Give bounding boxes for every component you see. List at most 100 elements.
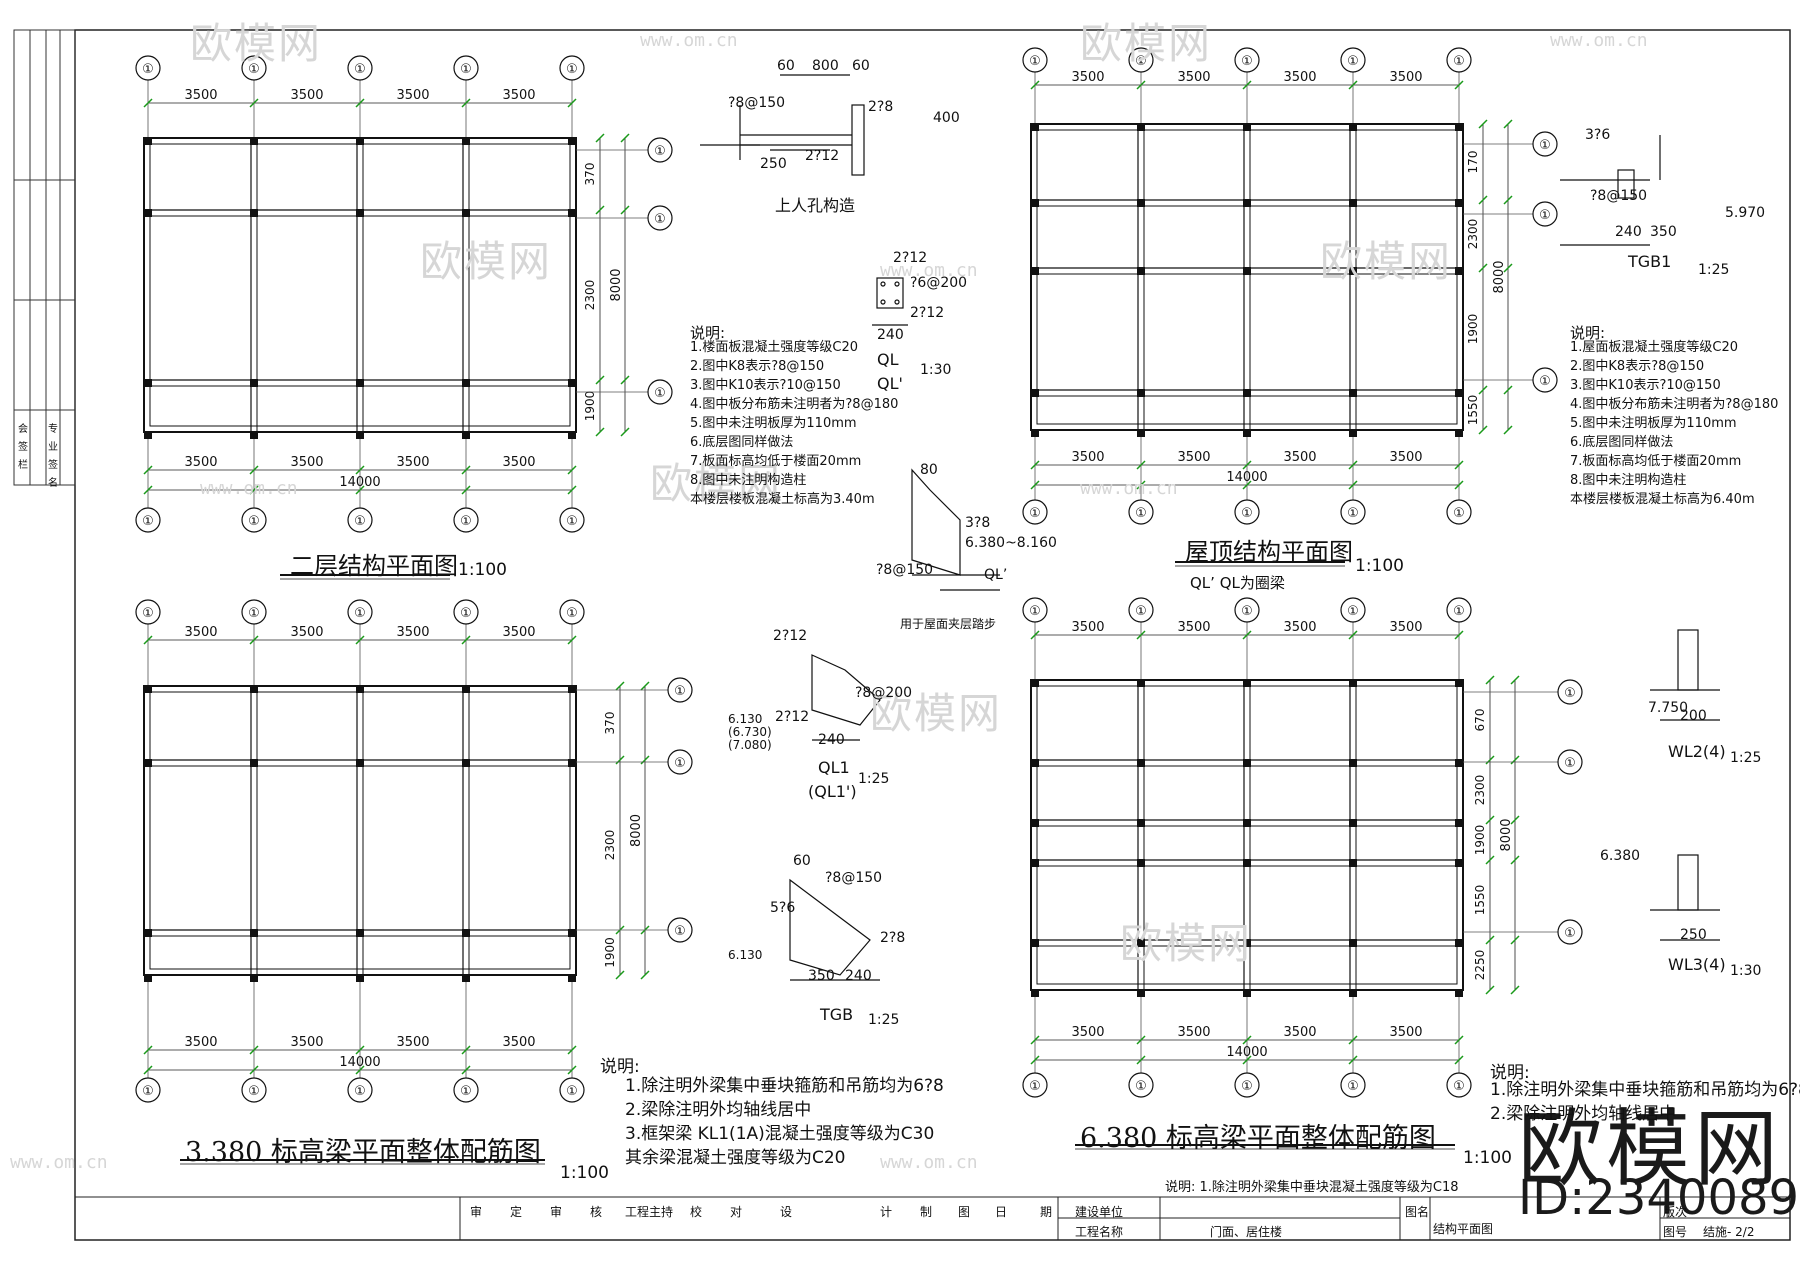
column-mark: [1031, 429, 1039, 437]
tgb-rebar-3: 2?8: [880, 930, 906, 946]
sheet-border: [74, 29, 1791, 1241]
axis-label: ①: [566, 514, 578, 529]
dim-bay: 3500: [1283, 70, 1316, 85]
tgb-dim-top: 60: [793, 853, 811, 869]
column-mark: [1137, 859, 1145, 867]
column-mark: [1031, 819, 1039, 827]
dim-depth: 2300: [603, 830, 617, 861]
column-mark: [462, 137, 470, 145]
dim-depth: 670: [1473, 709, 1487, 732]
axis-bubble-bottom: [1340, 1072, 1366, 1098]
plan1-title: 二层结构平面图: [290, 552, 458, 580]
column-mark: [1137, 679, 1145, 687]
axis-label: ①: [674, 756, 686, 771]
tb-cell-7: 设: [780, 1205, 793, 1219]
axis-bubble-right: [1557, 919, 1583, 945]
manhole-rebar-3: 2?12: [805, 148, 840, 164]
axis-bubble-bottom: [1128, 499, 1154, 525]
column-mark: [462, 974, 470, 982]
parapet-rebar-1: 3?8: [965, 515, 991, 531]
wl3-dim: 250: [1680, 927, 1707, 943]
column-mark: [1349, 819, 1357, 827]
plan4-bottom-note: 说明: 1.除注明外梁集中垂块混凝土强度等级为C18: [1165, 1180, 1459, 1195]
wl2-dim: 200: [1680, 708, 1707, 724]
axis-bubble-top: [1022, 597, 1048, 623]
tgb1-rebar-2: ?8@150: [1590, 188, 1648, 204]
axis-bubble-bottom: [1234, 1072, 1260, 1098]
column-mark: [462, 759, 470, 767]
column-mark: [1031, 267, 1039, 275]
ql1-elev-1: 6.130: [728, 712, 763, 726]
parapet-ql-note: QL’: [984, 567, 1008, 583]
axis-label: ①: [566, 606, 578, 621]
plan1-scale: 1:100: [458, 560, 507, 580]
column-mark: [1031, 123, 1039, 131]
column-mark: [462, 929, 470, 937]
axis-bubble-right: [1557, 679, 1583, 705]
column-mark: [1137, 759, 1145, 767]
column-mark: [1243, 859, 1251, 867]
column-mark: [1349, 199, 1357, 207]
column-mark: [1031, 989, 1039, 997]
axis-bubble-top: [1446, 597, 1472, 623]
column-mark: [356, 379, 364, 387]
dim-bay: 3500: [1283, 450, 1316, 465]
manhole-dim-4: 250: [760, 156, 787, 172]
axis-bubble-bottom: [1128, 1072, 1154, 1098]
dim-bay: 3500: [184, 455, 217, 470]
axis-label: ①: [1347, 1079, 1359, 1094]
axis-label: ①: [460, 62, 472, 77]
wl3-detail: [1650, 854, 1720, 941]
dim-depth: 1900: [1473, 825, 1487, 856]
axis-label: ①: [354, 62, 366, 77]
column-mark: [144, 929, 152, 937]
axis-label: ①: [1241, 1079, 1253, 1094]
column-mark: [1243, 939, 1251, 947]
dim-bay: 3500: [502, 88, 535, 103]
axis-bubble-right: [667, 749, 693, 775]
column-mark: [1243, 389, 1251, 397]
column-mark: [1031, 859, 1039, 867]
dim-bay: 3500: [1283, 1025, 1316, 1040]
column-mark: [1455, 199, 1463, 207]
axis-label: ①: [142, 514, 154, 529]
ql1-sub: (QL1'): [808, 782, 857, 801]
tb-cell-9: 制: [920, 1205, 933, 1219]
plan3-drawing: ①①①①①①①①①①350035003500350035003500350035…: [135, 599, 693, 1165]
column-mark: [144, 209, 152, 217]
manhole-dim-3: 60: [852, 58, 870, 74]
column-mark: [1455, 759, 1463, 767]
column-mark: [1455, 939, 1463, 947]
tb-cell-2: 审: [550, 1205, 563, 1219]
dim-total: 14000: [1226, 470, 1267, 485]
plan3-scale: 1:100: [560, 1163, 609, 1183]
dim-depth: 2300: [1473, 775, 1487, 806]
column-mark: [1349, 989, 1357, 997]
axis-bubble-bottom: [347, 1077, 373, 1103]
wl2-title: WL2(4): [1668, 742, 1726, 761]
axis-label: ①: [1564, 756, 1576, 771]
column-mark: [1243, 679, 1251, 687]
column-mark: [1349, 389, 1357, 397]
axis-bubble-top: [453, 55, 479, 81]
manhole-rebar-2: 2?8: [868, 99, 894, 115]
dim-bay: 3500: [290, 625, 323, 640]
column-mark: [1031, 199, 1039, 207]
plan2-notes-heading: 说明:: [1570, 324, 1606, 342]
strip-label-6: 名: [48, 478, 58, 489]
tb-cell-10: 图: [958, 1205, 971, 1219]
dim-depth: 1900: [603, 937, 617, 968]
axis-label: ①: [354, 1084, 366, 1099]
tb-project-name: 门面、居住楼: [1210, 1225, 1283, 1239]
tb-cell-11: 日: [995, 1205, 1008, 1219]
axis-bubble-right: [647, 205, 673, 231]
axis-bubble-right: [1532, 367, 1558, 393]
axis-bubble-right: [667, 917, 693, 943]
axis-bubble-bottom: [559, 507, 585, 533]
axis-bubble-right: [1557, 749, 1583, 775]
plan4-drawing: ①①①①①①①①①①350035003500350035003500350035…: [1022, 597, 1583, 1150]
axis-bubble-bottom: [241, 1077, 267, 1103]
dim-bay: 3500: [396, 88, 429, 103]
axis-label: ①: [1539, 208, 1551, 223]
